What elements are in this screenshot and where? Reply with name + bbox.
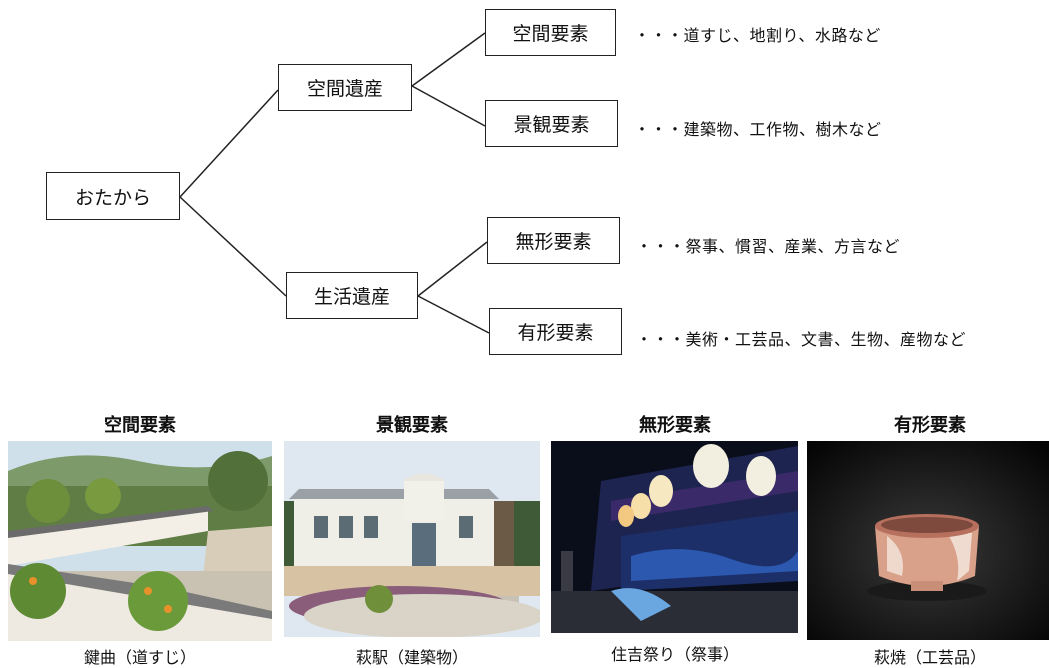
photo-hagi-station bbox=[284, 441, 540, 637]
connector-root-to-living-heritage bbox=[179, 196, 287, 297]
intangible-element-node: 無形要素 bbox=[487, 217, 620, 264]
tangible-element-node: 有形要素 bbox=[489, 308, 622, 355]
spatial-element-description: ・・・道すじ、地割り、水路など bbox=[634, 26, 881, 45]
photo-caption-tangible: 萩焼（工芸品） bbox=[873, 648, 986, 667]
connector-root-to-spatial-heritage bbox=[179, 89, 279, 198]
spatial-heritage-node: 空間遺産 bbox=[278, 64, 412, 111]
connector-spatial-heritage-to-landscape-element bbox=[411, 85, 486, 127]
connector-living-heritage-to-tangible-element bbox=[417, 295, 490, 334]
photo-title-tangible: 有形要素 bbox=[894, 415, 966, 436]
intangible-element-description: ・・・祭事、慣習、産業、方言など bbox=[636, 237, 901, 256]
root-node: おたから bbox=[46, 172, 180, 220]
connector-spatial-heritage-to-spatial-element bbox=[411, 32, 486, 87]
photo-caption-intangible: 住吉祭り（祭事） bbox=[610, 645, 739, 664]
spatial-element-node: 空間要素 bbox=[485, 9, 616, 56]
connector-living-heritage-to-intangible-element bbox=[417, 241, 488, 297]
tangible-element-description: ・・・美術・工芸品、文書、生物、産物など bbox=[636, 330, 967, 349]
living-heritage-node: 生活遺産 bbox=[286, 272, 418, 319]
landscape-element-node: 景観要素 bbox=[485, 100, 618, 147]
photo-title-intangible: 無形要素 bbox=[639, 415, 711, 436]
photo-title-spatial: 空間要素 bbox=[104, 415, 176, 436]
photo-kagimagari-lane bbox=[8, 441, 272, 641]
photo-caption-landscape: 萩駅（建築物） bbox=[355, 648, 468, 667]
landscape-element-description: ・・・建築物、工作物、樹木など bbox=[634, 120, 882, 139]
photo-hagi-ware-bowl bbox=[807, 441, 1049, 640]
photo-sumiyoshi-festival bbox=[551, 441, 798, 633]
photo-title-landscape: 景観要素 bbox=[376, 415, 448, 436]
photo-caption-spatial: 鍵曲（道すじ） bbox=[83, 648, 196, 667]
